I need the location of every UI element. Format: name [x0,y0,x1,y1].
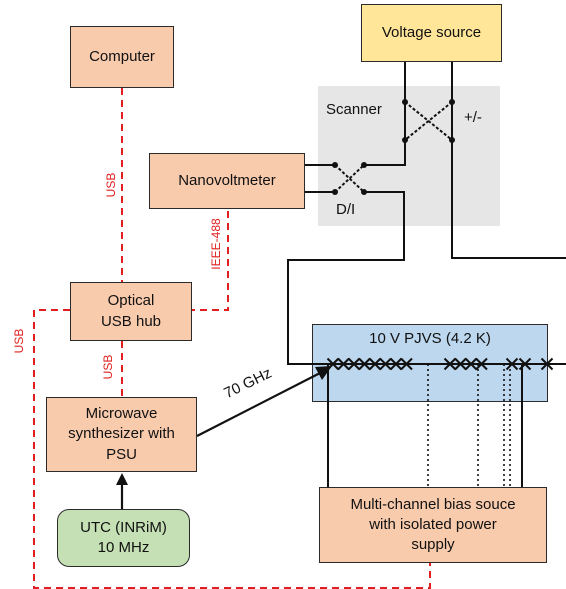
scanner-region [318,86,500,226]
pjvs-label: 10 V PJVS (4.2 K) [369,330,491,347]
microwave-synthesizer-block: Microwave synthesizer with PSU [46,397,197,472]
bias-source-block: Multi-channel bias souce with isolated p… [319,487,547,563]
usb-computer-label: USB [104,172,118,198]
bus-lines [33,88,431,589]
junction-cross [505,357,519,371]
signal-wires [287,62,566,365]
microwave-synthesizer-label: Microwave synthesizer with PSU [68,405,175,463]
ieee-488-label: IEEE-488 [209,218,223,270]
utc-reference-block: UTC (INRiM) 10 MHz [57,509,190,567]
polarity-label: +/- [464,109,482,126]
bias-taps [427,364,511,487]
junction-cross [347,357,361,371]
ieee-488-line [192,199,229,311]
junction-cross [475,357,488,371]
utc-reference-label: UTC (INRiM) 10 MHz [80,518,167,556]
voltage-source-label: Voltage source [381,23,482,41]
d-i-label: D/I [336,201,356,218]
nanovoltmeter-label: Nanovoltmeter [178,171,276,189]
junction-cross [443,357,457,371]
junction-cross [540,357,554,371]
nanovoltmeter-block: Nanovoltmeter [149,153,305,209]
reference-arrow [116,473,128,509]
junction-cross [389,357,403,371]
computer-block: Computer [70,26,174,88]
bias-source-label: Multi-channel bias souce with isolated p… [350,495,516,554]
junction-cross [454,357,467,371]
usb-left-line [33,309,431,589]
microwave-arrow [196,366,332,437]
voltage-source-block: Voltage source [361,4,502,62]
junction-cross [464,357,478,371]
junction-cross [368,357,382,371]
junction-cross [358,357,371,371]
junction-cross [337,357,350,371]
junction-cross [379,357,392,371]
scanner-label: Scanner [326,101,382,118]
usb-hub-label: USB [101,354,115,380]
junction-cross [400,357,413,371]
optical-usb-hub-block: Optical USB hub [70,282,192,341]
switch-nodes [332,99,455,195]
computer-label: Computer [89,47,155,65]
bias-lines [327,364,523,487]
optical-usb-hub-label: Optical USB hub [100,292,162,330]
usb-left-label: USB [12,328,26,354]
